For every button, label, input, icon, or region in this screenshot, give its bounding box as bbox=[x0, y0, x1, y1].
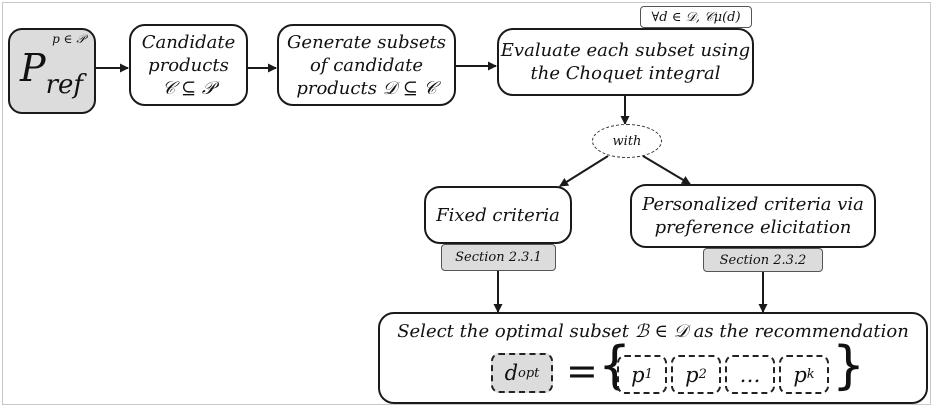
fixed-criteria-box: Fixed criteria bbox=[424, 186, 572, 244]
evaluate-line-2: the Choquet integral bbox=[530, 63, 721, 84]
arrow-with-to-personalized bbox=[642, 155, 691, 185]
personalized-line-2: preference elicitation bbox=[654, 217, 852, 238]
outer-frame bbox=[2, 2, 931, 405]
reference-symbol: Pref bbox=[20, 46, 84, 100]
candidate-line-3: 𝒞 ⊆ 𝒫 bbox=[162, 77, 215, 99]
generate-subsets-box: Generate subsets of candidate products 𝒟… bbox=[277, 24, 456, 106]
personalized-criteria-box: Personalized criteria via preference eli… bbox=[630, 184, 876, 248]
evaluate-choquet-box: Evaluate each subset using the Choquet i… bbox=[497, 28, 754, 96]
personalized-line-1: Personalized criteria via bbox=[642, 194, 864, 215]
choquet-formula-tag: ∀d ∈ 𝒟, 𝒞μ(d) bbox=[640, 6, 752, 28]
generate-line-2: of candidate bbox=[309, 54, 424, 76]
candidate-line-1: Candidate bbox=[141, 31, 236, 53]
personalized-section-tag: Section 2.3.2 bbox=[703, 248, 823, 272]
candidate-line-2: products bbox=[148, 54, 229, 76]
candidate-products-box: Candidate products 𝒞 ⊆ 𝒫 bbox=[129, 24, 248, 106]
equals-sign: = bbox=[566, 349, 598, 393]
fixed-criteria-label: Fixed criteria bbox=[436, 204, 560, 226]
reference-products-box: p ∈ 𝒫 Pref bbox=[8, 28, 96, 114]
arrow-with-to-fixed bbox=[559, 155, 609, 187]
generate-line-1: Generate subsets bbox=[287, 31, 446, 53]
set-item-ellipsis: … bbox=[725, 355, 775, 394]
reference-superscript: p ∈ 𝒫 bbox=[52, 32, 85, 46]
fixed-section-tag: Section 2.3.1 bbox=[441, 244, 556, 271]
generate-line-3: products 𝒟 ⊆ 𝒞 bbox=[296, 77, 437, 99]
with-connector-ellipse: with bbox=[592, 124, 662, 158]
select-optimal-text: Select the optimal subset ℬ ∈ 𝒟 as the r… bbox=[397, 321, 909, 342]
close-brace: } bbox=[832, 336, 866, 396]
evaluate-line-1: Evaluate each subset using bbox=[500, 40, 751, 61]
